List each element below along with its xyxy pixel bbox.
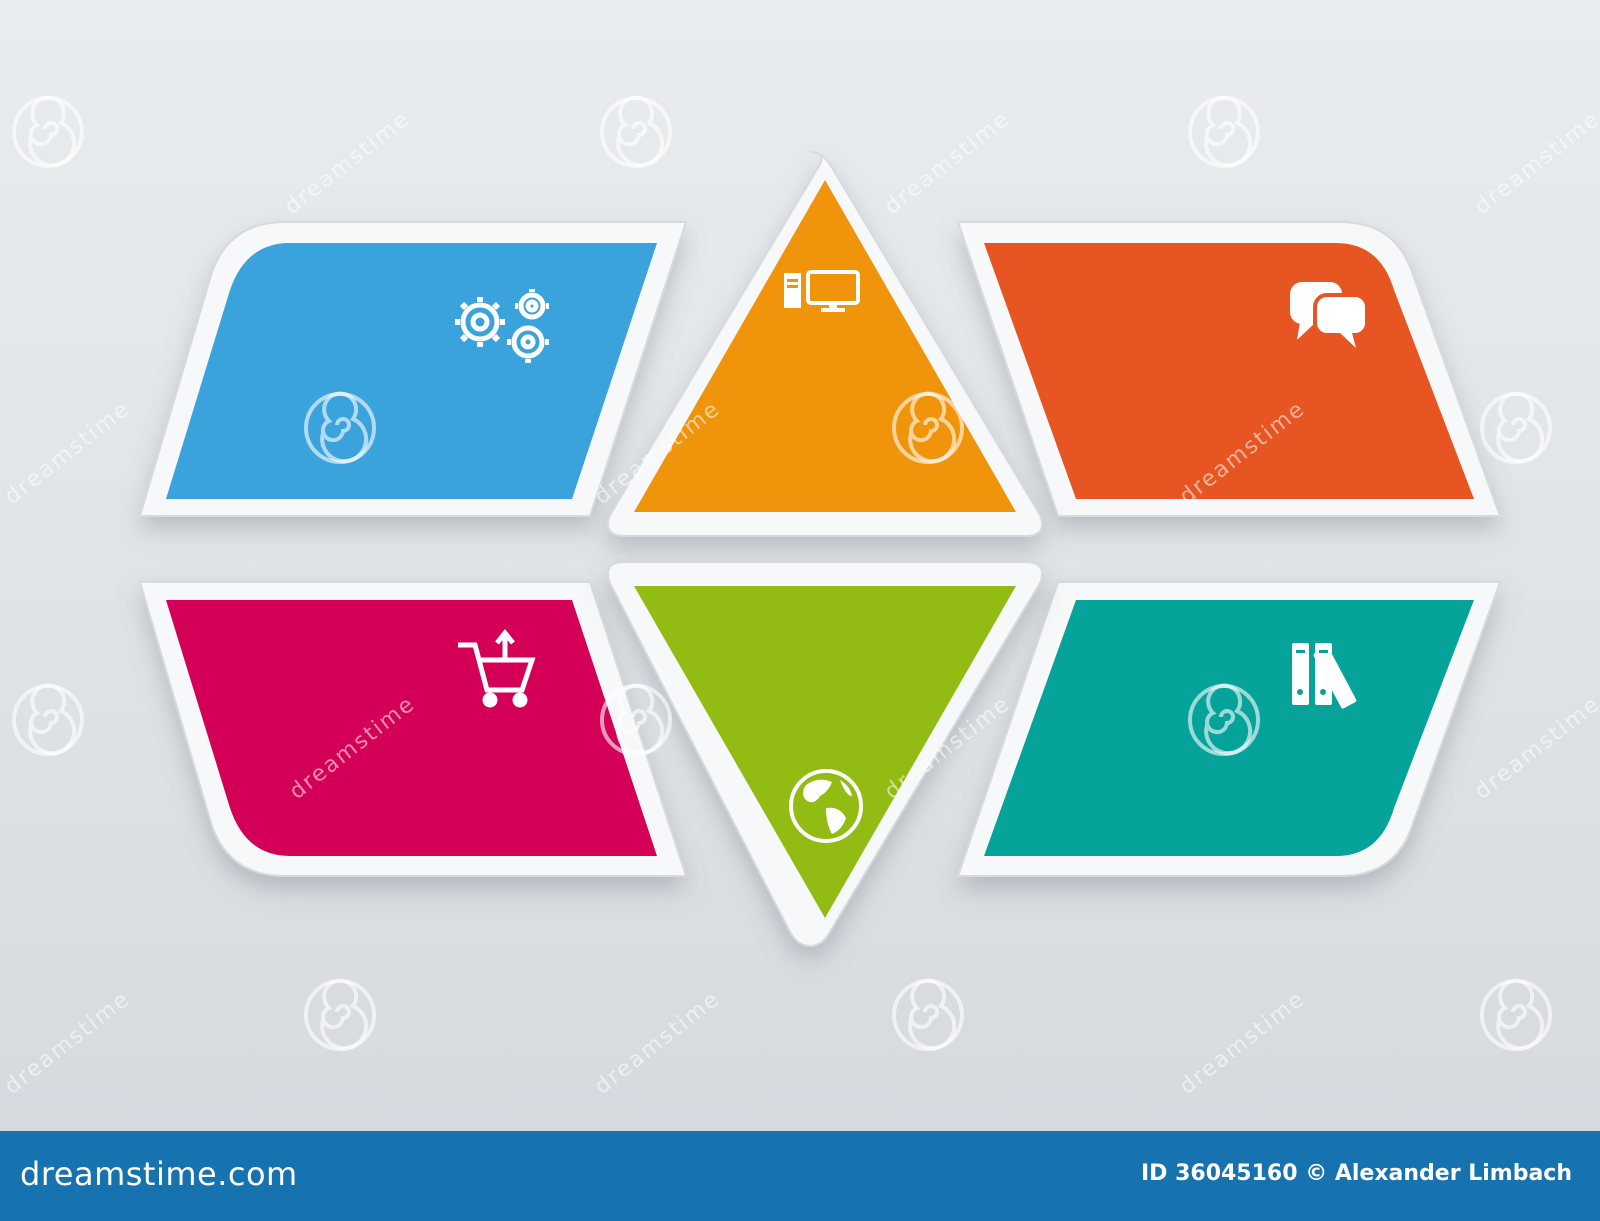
shopping-cart-icon — [458, 628, 536, 708]
spiral-logo-watermark — [1188, 95, 1260, 168]
spiral-logo-watermark — [1480, 978, 1552, 1051]
spiral-logo-watermark — [600, 683, 672, 756]
spiral-logo-watermark — [600, 95, 672, 168]
spiral-logo-watermark — [1480, 391, 1552, 464]
spiral-logo-watermark — [304, 391, 376, 464]
segment-top-center — [606, 151, 1044, 537]
spiral-logo-watermark — [12, 95, 84, 168]
footer-bar: dreamstime.com ID 36045160 © Alexander L… — [0, 1131, 1600, 1221]
infographic-diagram — [12, 95, 1552, 1051]
computer-icon — [784, 270, 860, 312]
speech-bubbles-icon — [1290, 282, 1369, 348]
segment-top-left-fill — [166, 243, 657, 499]
spiral-logo-watermark — [1188, 683, 1260, 756]
background: dreamstime dreamstime dreamstime dreamst… — [0, 0, 1600, 1131]
spiral-logo-watermark — [304, 978, 376, 1051]
spiral-logo-watermark — [892, 391, 964, 464]
footer-brand[interactable]: dreamstime.com — [20, 1155, 298, 1193]
binders-icon — [1292, 643, 1357, 709]
segment-bottom-center-fill — [634, 586, 1016, 918]
globe-icon — [789, 769, 863, 843]
segment-bottom-right — [956, 581, 1502, 877]
spiral-logo-watermark — [892, 978, 964, 1051]
spiral-logo-watermark — [12, 683, 84, 756]
segment-top-center-fill — [634, 180, 1016, 512]
segment-top-left — [138, 221, 688, 517]
footer-credit: ID 36045160 © Alexander Limbach — [1140, 1161, 1572, 1186]
segment-bottom-right-fill — [984, 600, 1474, 856]
segment-bottom-left — [138, 581, 688, 877]
segment-bottom-center — [606, 561, 1044, 948]
watermark-layer — [12, 95, 1552, 1051]
segment-top-right — [956, 221, 1502, 517]
segment-bottom-left-fill — [166, 600, 657, 856]
gears-icon — [455, 289, 549, 363]
